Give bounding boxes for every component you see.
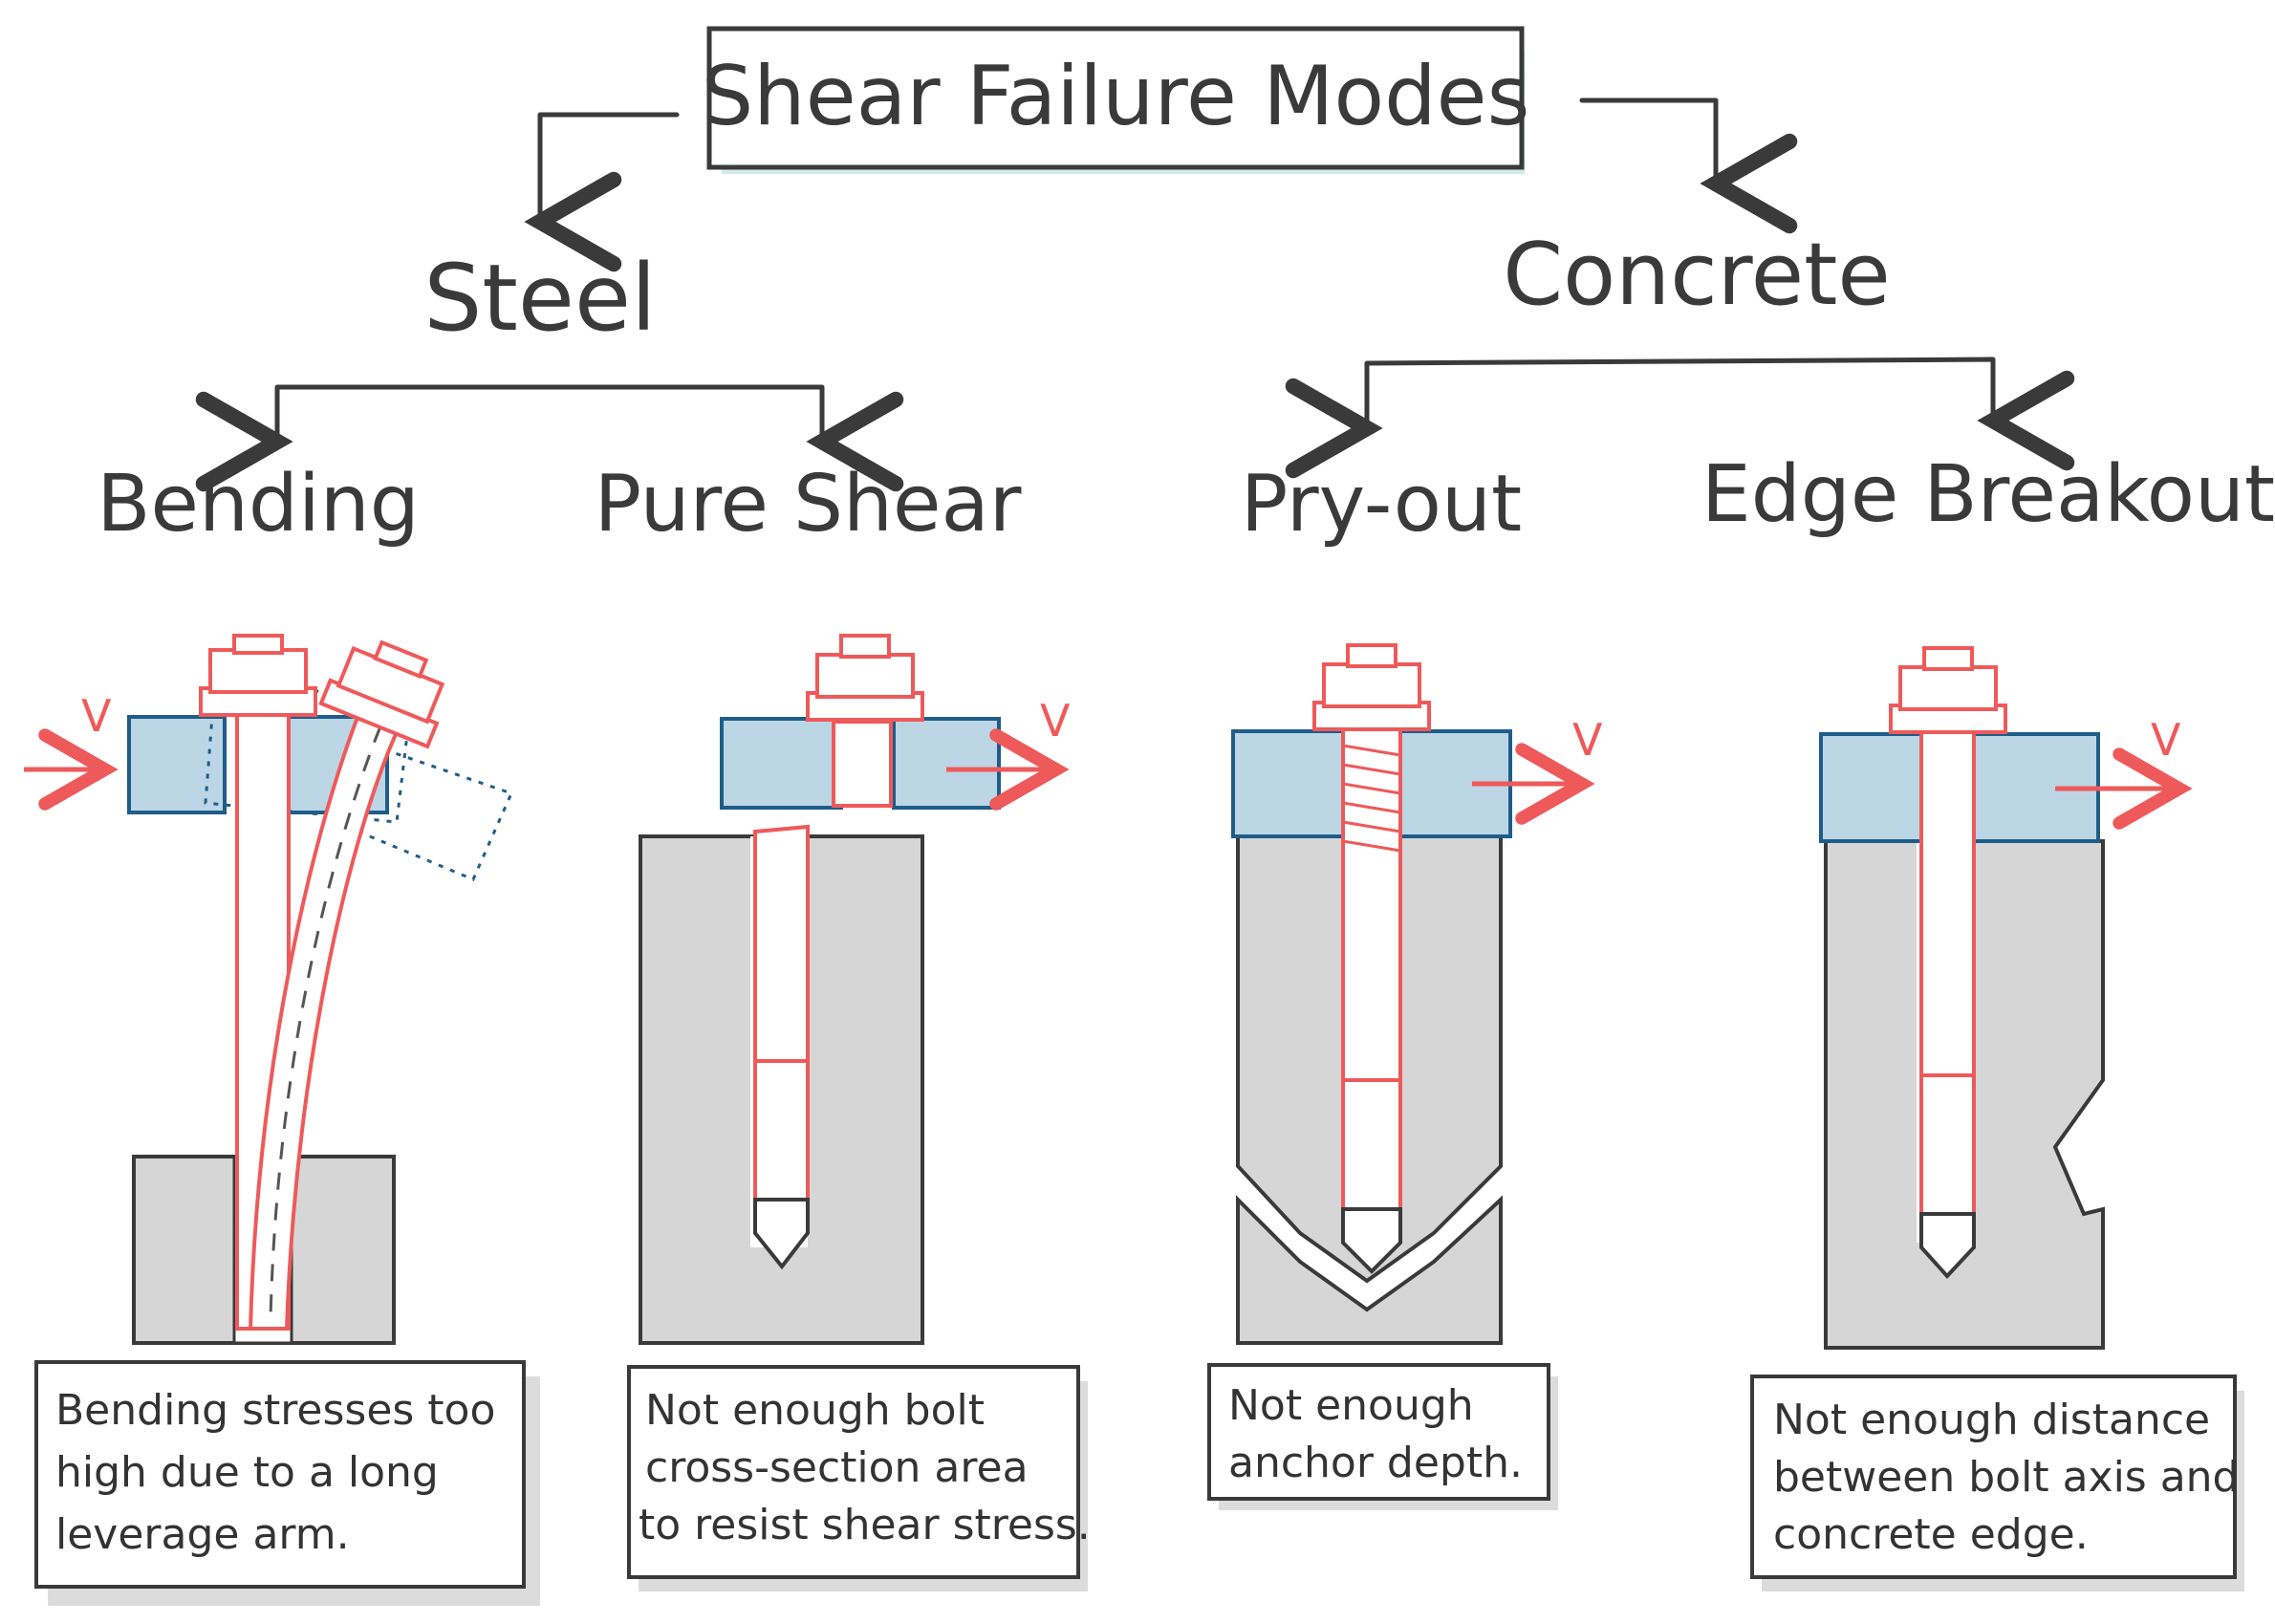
bolt-tip — [1919, 1212, 1976, 1279]
note-edge-breakout: Not enough distance between bolt axis an… — [1750, 1375, 2244, 1592]
note-line: leverage arm. — [55, 1510, 350, 1559]
force-label: V — [2151, 714, 2181, 766]
panel-pure-shear: V — [639, 634, 1071, 1345]
note-line: between bolt axis and — [1773, 1453, 2239, 1502]
panel-edge-breakout: V — [1819, 646, 2193, 1350]
note-line: concrete edge. — [1773, 1510, 2089, 1559]
bolt-bent-centerline — [269, 725, 382, 1320]
note-line: Not enough — [1228, 1381, 1474, 1430]
category-concrete-label: Concrete — [1503, 225, 1890, 325]
concrete-branch-arrows — [1285, 357, 2075, 479]
bolt-upper-stub — [832, 720, 893, 808]
steel-branch-arrows — [195, 384, 904, 492]
nut-top — [1922, 646, 1974, 671]
plate-left — [1819, 732, 1923, 843]
note-line: cross-section area — [645, 1443, 1029, 1492]
bolt-bent — [248, 700, 404, 1331]
plate-right — [892, 717, 1001, 810]
plate-left — [127, 715, 227, 814]
panel-pry-out: V — [1231, 643, 1603, 1345]
note-bending: Bending stresses too high due to a long … — [34, 1360, 540, 1606]
nut-top — [839, 634, 891, 659]
nut — [1322, 662, 1421, 708]
bolt-tip — [1341, 1207, 1402, 1274]
plate-outline-original — [204, 677, 413, 824]
mode-edge-breakout-label: Edge Breakout — [1701, 449, 2275, 540]
note-pure-shear: Not enough bolt cross-section area to re… — [627, 1365, 1091, 1592]
plate-left — [720, 717, 843, 810]
bolt-sleeve — [1919, 1073, 1976, 1216]
note-line: Not enough distance — [1773, 1396, 2210, 1444]
category-steel-label: Steel — [423, 245, 656, 352]
bolt-threads — [1342, 744, 1401, 853]
nut — [815, 653, 915, 699]
bolt-sleeve — [1341, 1078, 1402, 1211]
note-line: anchor depth. — [1228, 1439, 1523, 1487]
arrow-to-steel — [524, 112, 680, 272]
force-label: V — [1572, 714, 1603, 766]
mode-pry-out-label: Pry-out — [1241, 459, 1522, 550]
page-title: Shear Failure Modes — [702, 49, 1530, 144]
plate-outline-displaced — [357, 744, 514, 881]
force-label: V — [81, 690, 112, 742]
nut-top-bent — [373, 639, 429, 680]
arrow-to-concrete — [1579, 97, 1798, 234]
note-line: to resist shear stress. — [639, 1501, 1091, 1549]
concrete-lower — [1236, 1195, 1503, 1345]
nut-straight — [208, 648, 308, 694]
bolt-tip — [753, 1198, 810, 1270]
bolt-sleeve — [753, 1059, 810, 1202]
force-label: V — [1040, 695, 1071, 747]
plate-left — [1231, 729, 1345, 838]
note-line: Bending stresses too — [55, 1386, 495, 1435]
nut — [1898, 665, 1998, 711]
note-line: high due to a long — [55, 1448, 439, 1497]
note-pry-out: Not enough anchor depth. — [1207, 1363, 1558, 1510]
mode-bending-label: Bending — [97, 459, 420, 550]
title-box: Shear Failure Modes — [702, 26, 1530, 174]
panel-bending: V — [24, 634, 514, 1345]
nut-top — [1346, 643, 1398, 668]
note-line: Not enough bolt — [645, 1386, 985, 1435]
mode-pure-shear-label: Pure Shear — [595, 459, 1022, 550]
nut-top-straight — [232, 634, 284, 655]
